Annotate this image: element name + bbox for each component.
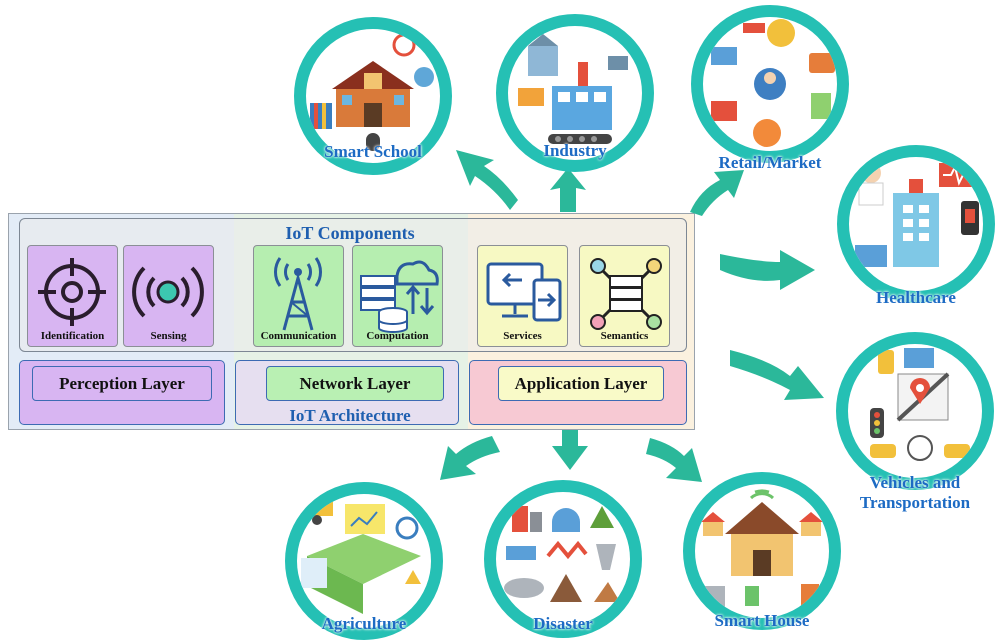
signal-icon — [132, 266, 204, 318]
school-building-icon — [310, 33, 434, 151]
arrow-healthcare — [720, 250, 815, 290]
application-layer-label: Application Layer — [498, 366, 664, 401]
retail-circle — [691, 5, 849, 163]
label-smart-school: Smart School — [324, 142, 422, 161]
card-services: Services — [477, 245, 568, 347]
disaster-icons — [504, 506, 620, 602]
card-semantics: Semantics — [579, 245, 670, 347]
target-icon — [38, 258, 106, 326]
arrow-agriculture — [440, 436, 500, 480]
card-label: Computation — [366, 330, 429, 342]
card-label: Communication — [260, 330, 337, 342]
card-computation: Computation — [352, 245, 443, 347]
label-disaster: Disaster — [533, 614, 593, 633]
card-identification: Identification — [27, 245, 118, 347]
card-sensing: Sensing — [123, 245, 214, 347]
network-nodes-icon — [590, 258, 662, 330]
label-retail: Retail/Market — [718, 153, 822, 172]
card-label: Services — [503, 330, 542, 342]
cloud-server-icon — [360, 260, 439, 333]
healthcare-circle — [837, 145, 995, 303]
card-label: Identification — [40, 330, 105, 342]
label-smart-house: Smart House — [714, 611, 810, 630]
architecture-title: IoT Architecture — [289, 406, 411, 425]
antenna-tower-icon — [273, 257, 323, 331]
arrow-disaster — [552, 430, 588, 470]
arrow-industry — [550, 168, 586, 212]
label-healthcare: Healthcare — [876, 288, 956, 307]
farm-field-icon — [301, 502, 421, 614]
arrow-smart-school — [456, 150, 518, 210]
shopping-network-icon — [711, 19, 835, 147]
card-communication: Communication — [253, 245, 344, 347]
monitor-transfer-icon — [486, 262, 562, 322]
components-title: IoT Components — [285, 223, 415, 243]
label-agriculture: Agriculture — [321, 614, 407, 633]
label-industry: Industry — [543, 141, 607, 160]
smart-house-icon — [701, 489, 823, 608]
factory-icon — [518, 34, 628, 144]
arrow-vehicles — [730, 350, 824, 400]
network-layer-label: Network Layer — [266, 366, 444, 401]
card-label: Sensing — [150, 330, 187, 342]
arrow-smart-house — [646, 438, 702, 482]
perception-layer-label: Perception Layer — [32, 366, 212, 401]
arrow-retail — [690, 170, 744, 216]
label-vehicles: Vehicles and Transportation — [859, 473, 971, 512]
card-label: Semantics — [600, 330, 649, 342]
vehicles-circle — [836, 332, 994, 490]
map-traffic-icon — [870, 348, 970, 461]
hospital-icon — [855, 163, 979, 267]
smart-house-circle — [683, 472, 841, 630]
